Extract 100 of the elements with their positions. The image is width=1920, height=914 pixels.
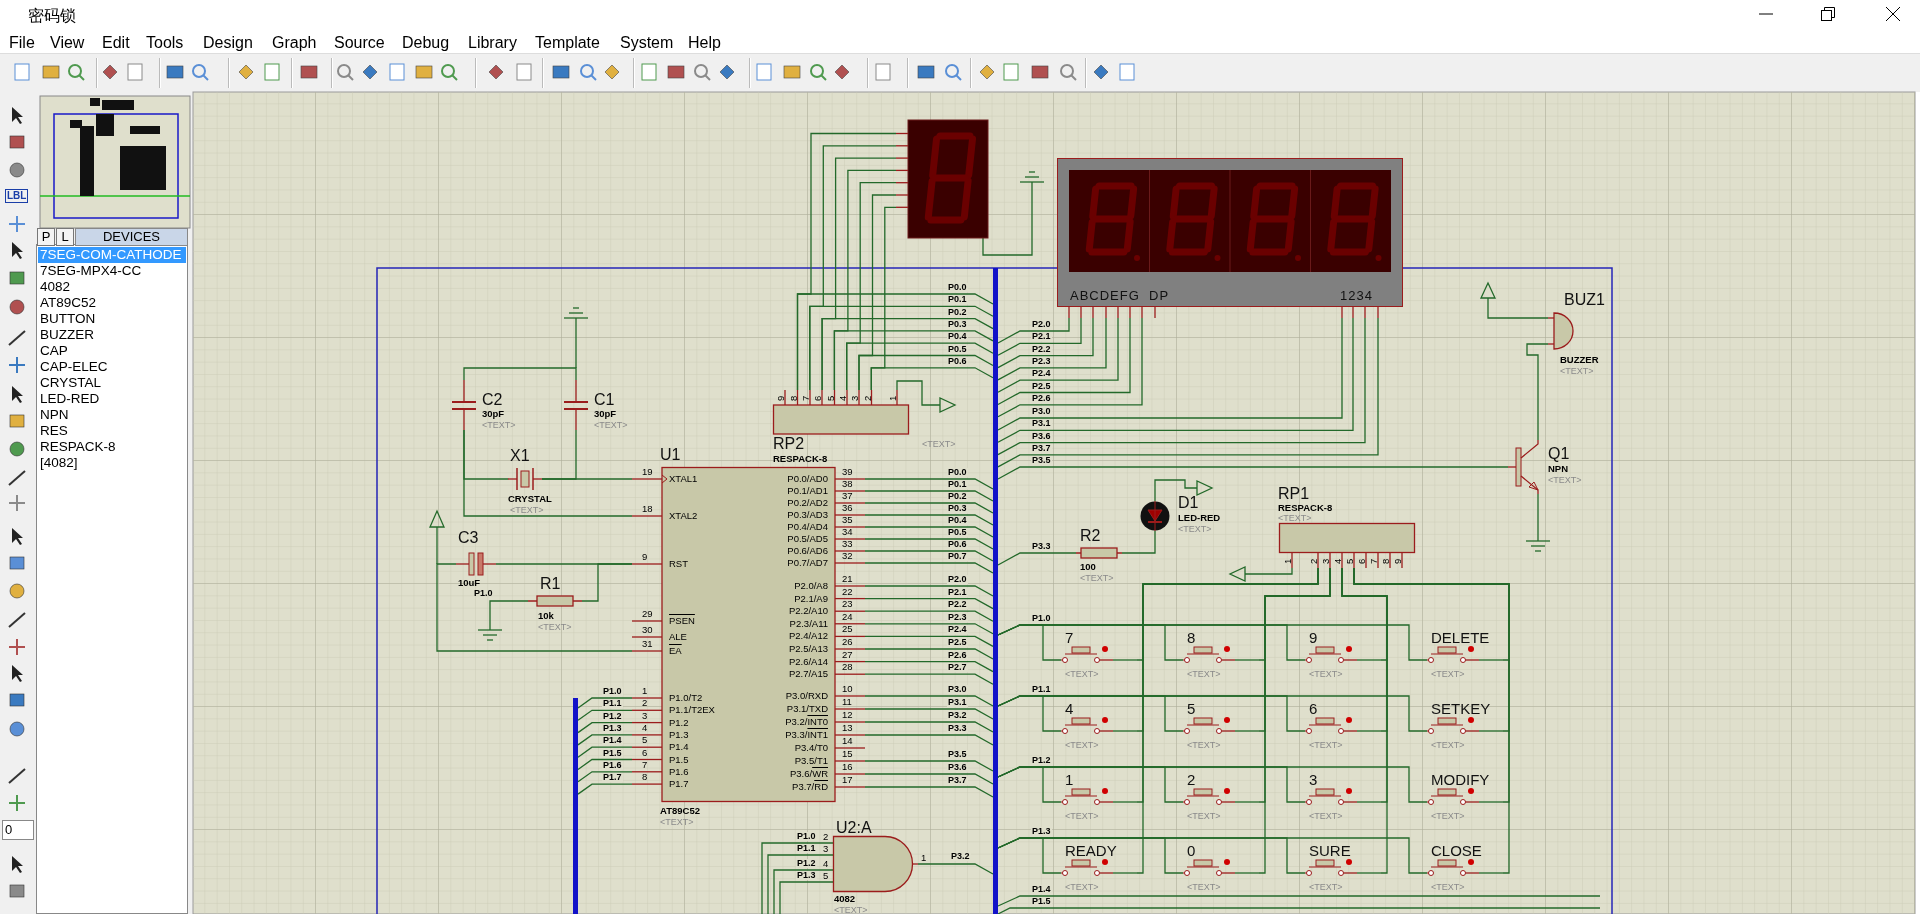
pin-number: 28 <box>842 662 853 672</box>
pin-number: 24 <box>842 611 853 622</box>
pin-number: 16 <box>842 762 853 772</box>
pin-number: 5 <box>642 735 648 745</box>
menu-item: Help <box>688 35 721 51</box>
wire <box>997 552 1077 566</box>
pin-number: 7 <box>642 759 648 770</box>
wire <box>436 563 633 652</box>
net-label: P2.6 <box>1031 393 1052 403</box>
part-value: RESPACK-8 <box>1278 503 1333 513</box>
pin-number: 10 <box>842 684 853 694</box>
wire <box>577 734 633 746</box>
net-label: P1.3 <box>1031 827 1052 836</box>
net-label: P2.1 <box>1031 332 1052 342</box>
pin-number: 4 <box>823 859 829 869</box>
net-label: P1.1 <box>602 699 623 709</box>
net-label: P1.4 <box>1031 885 1052 894</box>
pin-label: P1.6 <box>669 766 689 777</box>
menu-item: Source <box>334 35 385 51</box>
pin-label: EA <box>669 646 682 656</box>
pin-label: P3.4/T0 <box>794 743 828 753</box>
pin-label: P0.1/AD1 <box>787 486 828 496</box>
part-value: AT89C52 <box>660 806 700 816</box>
wire <box>997 624 1428 661</box>
net-label: P2.4 <box>1031 369 1052 379</box>
reference-label: BUZ1 <box>1564 292 1605 308</box>
wire <box>577 697 633 709</box>
menu-item: System <box>620 35 674 51</box>
list-item: RESPACK-8 <box>39 439 117 455</box>
net-label: P0.1 <box>947 295 968 305</box>
net-label: P0.2 <box>947 492 968 501</box>
pin-label: XTAL1 <box>669 474 698 484</box>
wire <box>997 317 1107 381</box>
net-label: P2.2 <box>1031 344 1052 354</box>
menu-item: File <box>9 35 35 51</box>
wire <box>1121 530 1156 554</box>
pin-label: P3.0/RXD <box>785 691 828 701</box>
pin-label: P1.3 <box>669 729 689 740</box>
pin-number: 18 <box>642 504 653 514</box>
net-label: P2.7 <box>947 663 968 673</box>
text-tag: <TEXT> <box>1431 741 1465 750</box>
pin-label: P2.0/A8 <box>794 581 828 591</box>
list-item: BUZZER <box>39 327 95 343</box>
pin-number: 2 <box>823 832 829 842</box>
wire <box>870 367 994 391</box>
pin-label: P1.7 <box>669 779 689 789</box>
pin-label: P3.5/T1 <box>794 756 828 766</box>
wire <box>1258 567 1331 874</box>
pin-label: P2.3/A11 <box>789 618 828 629</box>
button-label: MODIFY <box>1431 772 1490 787</box>
pin-label: P2.4/A12 <box>788 631 828 641</box>
text-tag: <TEXT> <box>1178 525 1212 534</box>
button-label: SETKEY <box>1431 701 1491 716</box>
part-value: RESPACK-8 <box>773 454 828 464</box>
pin-number: 6 <box>813 395 823 401</box>
text-tag: <TEXT> <box>834 906 868 914</box>
text-tag: <TEXT> <box>1309 812 1343 821</box>
wire <box>864 538 994 550</box>
pin-number: 25 <box>842 624 853 634</box>
wire <box>864 760 994 772</box>
wire <box>997 317 1131 406</box>
pin-number: 31 <box>642 639 653 649</box>
pin-number: 21 <box>842 574 853 584</box>
wire <box>864 660 994 673</box>
wire <box>1353 567 1510 874</box>
pin-label: P1.5 <box>669 754 689 764</box>
wire <box>577 746 633 758</box>
button-label: 5 <box>1187 701 1196 716</box>
pin-label: 1234 <box>1340 289 1373 302</box>
wire <box>779 881 834 914</box>
pin-number: 32 <box>842 551 853 561</box>
wire <box>1526 343 1549 441</box>
pin-number: 5 <box>825 395 835 401</box>
pin-label: P0.5/AD5 <box>787 534 828 544</box>
button-label: 6 <box>1309 701 1318 716</box>
pin-label: P3.7/RD <box>792 782 828 792</box>
text-tag: <TEXT> <box>1187 670 1221 679</box>
list-item: 7SEG-MPX4-CC <box>39 263 143 279</box>
pin-number: 35 <box>842 515 853 525</box>
wire <box>997 766 1428 803</box>
wire <box>864 734 994 746</box>
button-label: 2 <box>1187 772 1196 787</box>
pin-number: 17 <box>842 775 853 785</box>
pin-number: 37 <box>842 491 853 501</box>
reference-label: RP2 <box>773 436 805 452</box>
pin-number: 4 <box>642 722 648 733</box>
part-value: 30pF <box>594 409 617 419</box>
reference-label: C3 <box>458 530 479 546</box>
part-value: 30pF <box>482 409 505 419</box>
net-label: P0.2 <box>947 307 968 317</box>
pin-label: P1.1/T2EX <box>669 705 715 715</box>
pin-number: 3 <box>850 395 860 401</box>
net-label: P0.0 <box>947 283 968 292</box>
wire <box>864 585 994 597</box>
pin-label: P3.3/INT1 <box>785 730 828 740</box>
tab-button: L <box>56 228 74 246</box>
text-tag: <TEXT> <box>1080 574 1114 583</box>
pin-number: 30 <box>642 625 653 635</box>
net-label: P1.3 <box>602 723 623 733</box>
part-value: BUZZER <box>1560 355 1599 365</box>
